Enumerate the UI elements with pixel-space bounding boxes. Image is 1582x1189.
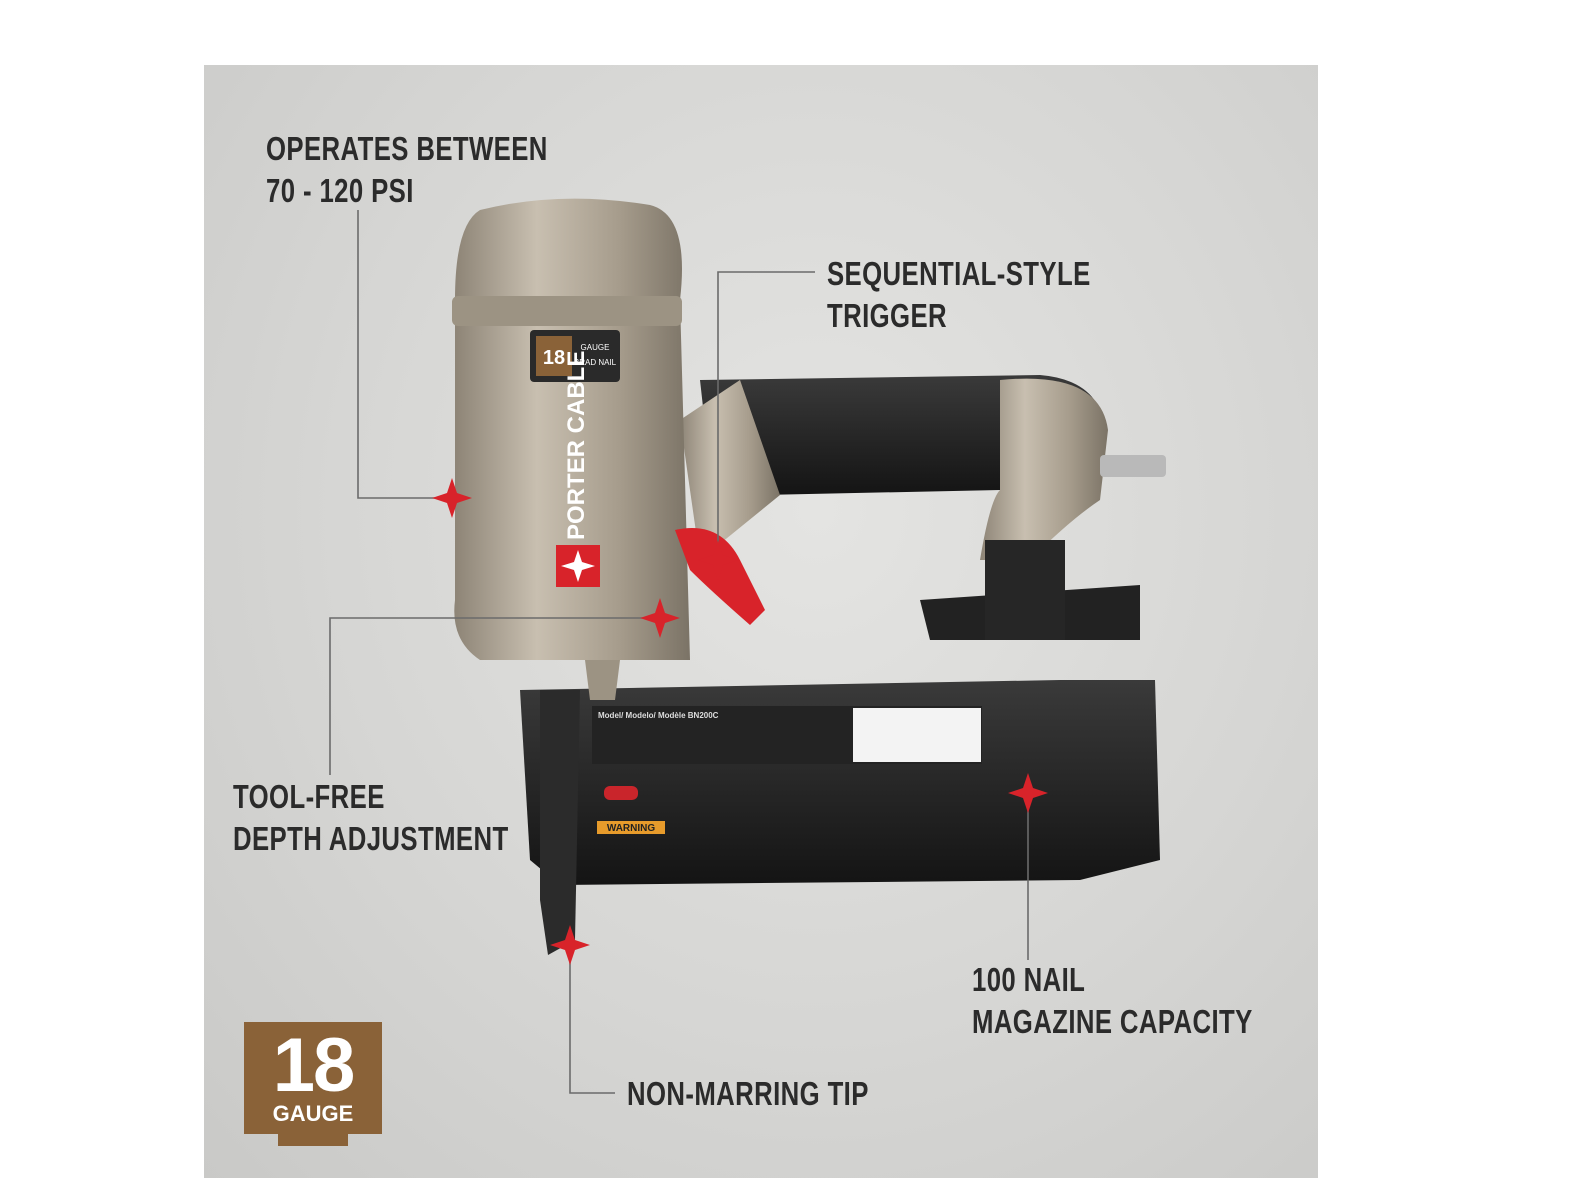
callout-trigger-line1: SEQUENTIAL-STYLE bbox=[827, 255, 1091, 292]
nose-piece bbox=[585, 660, 620, 700]
callout-depth-line1: TOOL-FREE bbox=[233, 778, 385, 815]
depth-leader-line bbox=[329, 617, 660, 775]
rear-bracket bbox=[985, 540, 1065, 640]
air-fitting bbox=[1100, 455, 1166, 477]
callout-tip-line1: NON-MARRING TIP bbox=[627, 1075, 869, 1112]
callout-magazine-line2: MAGAZINE CAPACITY bbox=[972, 1003, 1253, 1040]
gauge-badge: 18 GAUGE bbox=[244, 1022, 382, 1146]
tip-leader-line bbox=[569, 945, 615, 1094]
head-gauge-unit: GAUGE bbox=[581, 343, 610, 352]
brand-logo-text: PORTER CABLE bbox=[563, 351, 590, 540]
brand-star-icon bbox=[561, 550, 595, 582]
handle-neck bbox=[680, 380, 780, 560]
gauge-badge-number: 18 bbox=[272, 1023, 356, 1108]
pressure-marker-star-icon bbox=[432, 478, 472, 518]
warning-label: WARNING bbox=[607, 823, 656, 834]
magazine-marker-star-icon bbox=[1008, 773, 1048, 813]
callout-lines bbox=[329, 210, 1029, 1094]
callout-magazine: 100 NAIL MAGAZINE CAPACITY bbox=[972, 959, 1253, 1043]
trigger-marker-star-icon bbox=[698, 540, 738, 580]
nose bbox=[540, 690, 580, 955]
gauge-badge-unit: GAUGE bbox=[272, 1101, 354, 1126]
callout-tip: NON-MARRING TIP bbox=[627, 1073, 869, 1115]
callout-magazine-line1: 100 NAIL bbox=[972, 961, 1086, 998]
depth-release-button bbox=[604, 786, 638, 800]
trigger bbox=[675, 528, 765, 625]
head-gauge-number: 18 bbox=[543, 347, 565, 369]
callout-pressure: OPERATES BETWEEN 70 - 120 PSI bbox=[266, 128, 548, 212]
head-gauge-type: BRAD NAIL bbox=[574, 358, 617, 367]
warning-badge bbox=[597, 821, 665, 834]
pressure-leader-line bbox=[357, 210, 452, 499]
callout-pressure-line2: 70 - 120 PSI bbox=[266, 172, 414, 209]
callout-trigger-line2: TRIGGER bbox=[827, 297, 947, 334]
callout-pressure-line1: OPERATES BETWEEN bbox=[266, 130, 548, 167]
tip-marker-star-icon bbox=[550, 925, 590, 965]
model-label: Model/ Modelo/ Modèle BN200C bbox=[598, 711, 719, 720]
depth-marker-star-icon bbox=[640, 598, 680, 638]
trigger-leader-line bbox=[717, 271, 815, 560]
head-cap-band bbox=[452, 296, 682, 326]
callout-trigger: SEQUENTIAL-STYLE TRIGGER bbox=[827, 253, 1091, 337]
callout-depth: TOOL-FREE DEPTH ADJUSTMENT bbox=[233, 776, 509, 860]
callout-depth-line2: DEPTH ADJUSTMENT bbox=[233, 820, 509, 857]
handle-rear-metal bbox=[980, 378, 1108, 560]
